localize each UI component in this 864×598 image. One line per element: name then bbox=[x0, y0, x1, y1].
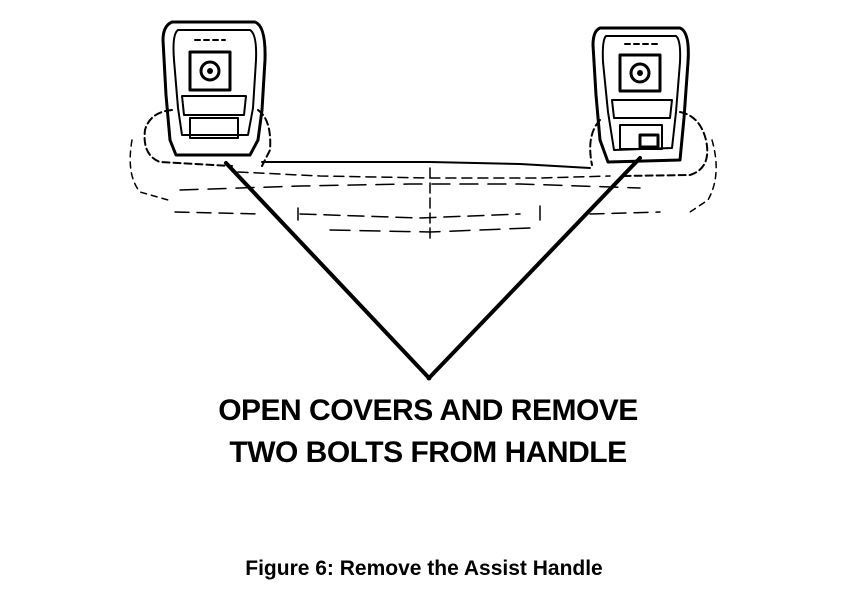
callout-text-line-2: TWO BOLTS FROM HANDLE bbox=[229, 436, 627, 469]
leader-lines bbox=[224, 156, 642, 381]
leader-line-left bbox=[224, 161, 431, 380]
left-handle-mount bbox=[129, 20, 272, 201]
callout-text-line-1: OPEN COVERS AND REMOVE bbox=[218, 394, 638, 427]
figure-caption: Figure 6: Remove the Assist Handle bbox=[245, 557, 603, 580]
leader-line-right bbox=[427, 156, 642, 380]
right-handle-mount bbox=[589, 26, 717, 213]
leader-apex-dot bbox=[426, 375, 432, 381]
handle-bar-outline bbox=[174, 161, 661, 241]
